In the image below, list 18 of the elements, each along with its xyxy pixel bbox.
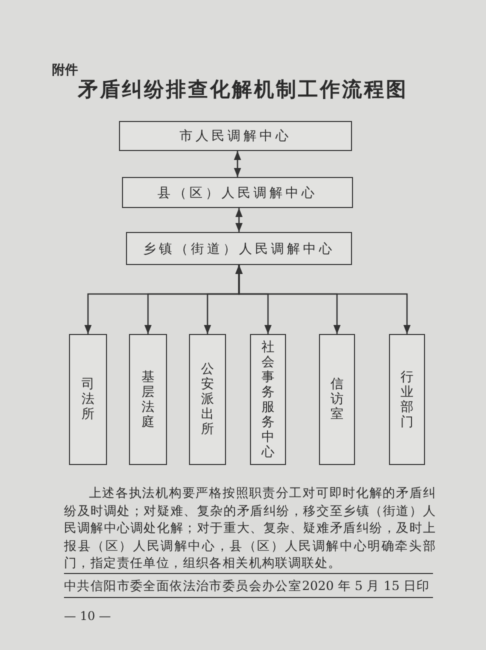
agency-box: 信访室 [319, 334, 355, 465]
level-box: 乡镇（街道）人民调解中心 [126, 232, 352, 265]
agency-box: 社会事务服务中心 [250, 334, 286, 465]
title: 矛盾纠纷排查化解机制工作流程图 [76, 76, 409, 103]
agency-box: 行业部门 [389, 334, 425, 465]
attachment-label: 附件 [52, 62, 78, 79]
double-arrow [235, 208, 243, 232]
agency-box: 公安派出所 [189, 334, 226, 465]
issuer-text: 中共信阳市委全面依法治市委员会办公室 [64, 578, 302, 595]
level-box: 市人民调解中心 [119, 121, 352, 151]
agency-box: 司法所 [69, 334, 107, 465]
double-arrow [235, 265, 411, 334]
note-paragraph: 上述各执法机构要严格按照职责分工对可即时化解的矛盾纠纷及时调处；对疑难、复杂的矛盾纠纷，移交至乡镇（街道）人民调解中心调处化解；对于重大、复杂、疑难矛盾纠纷，及时上报县（区）人民调解中心，县（区）人民调解中心明确牵头部门，指定责任单位，组织各相关机构联调联处。 [64, 484, 436, 572]
double-arrow [234, 151, 242, 177]
agency-box: 基层法庭 [129, 334, 167, 465]
print-date: 2020 年 5 月 15 日印 [302, 578, 430, 595]
level-box: 县（区）人民调解中心 [122, 177, 353, 208]
page-number: — 10 — [64, 609, 111, 623]
